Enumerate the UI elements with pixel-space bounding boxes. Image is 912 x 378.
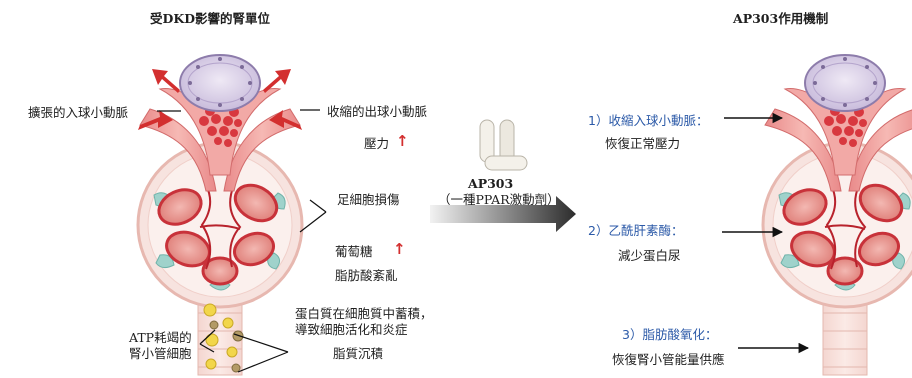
right-nephron-illustration [763, 55, 912, 375]
label-podocyte-injury: 足細胞損傷 [337, 192, 400, 207]
mechanism-1-effect: 恢復正常壓力 [605, 136, 680, 151]
glucose-up-arrow-icon: ↑ [393, 240, 406, 258]
label-protein-line2: 導致細胞活化和炎症 [295, 322, 408, 337]
label-dilated-afferent: 擴張的入球小動脈 [28, 105, 128, 120]
drug-name: AP303 [468, 176, 513, 191]
label-lipid: 脂質沉積 [333, 346, 383, 361]
drug-description: （一種PPAR激動劑） [438, 192, 560, 207]
left-title: 受DKD影響的腎單位 [150, 8, 270, 27]
pill-icon [480, 120, 527, 170]
label-protein-line1: 蛋白質在細胞質中蓄積， [295, 306, 433, 321]
right-title: AP303作用機制 [733, 8, 828, 27]
label-atp-line1: ATP耗竭的 [129, 330, 192, 345]
mechanism-2-effect: 減少蛋白尿 [618, 248, 681, 263]
label-constricted-efferent: 收縮的出球小動脈 [327, 104, 427, 119]
left-nephron-illustration [138, 55, 302, 375]
label-fatty-acid: 脂肪酸紊亂 [335, 268, 398, 283]
mechanism-3-heading: 3）脂肪酸氧化： [622, 324, 717, 343]
mechanism-1-heading: 1）收縮入球小動脈： [588, 110, 708, 129]
pressure-up-arrow-icon: ↑ [396, 132, 409, 150]
mechanism-2-heading: 2）乙酰肝素酶： [588, 220, 683, 239]
label-pressure: 壓力 [364, 136, 389, 151]
label-atp-line2: 腎小管細胞 [129, 346, 192, 361]
mechanism-3-effect: 恢復腎小管能量供應 [612, 352, 725, 367]
label-glucose: 葡萄糖 [335, 244, 373, 259]
